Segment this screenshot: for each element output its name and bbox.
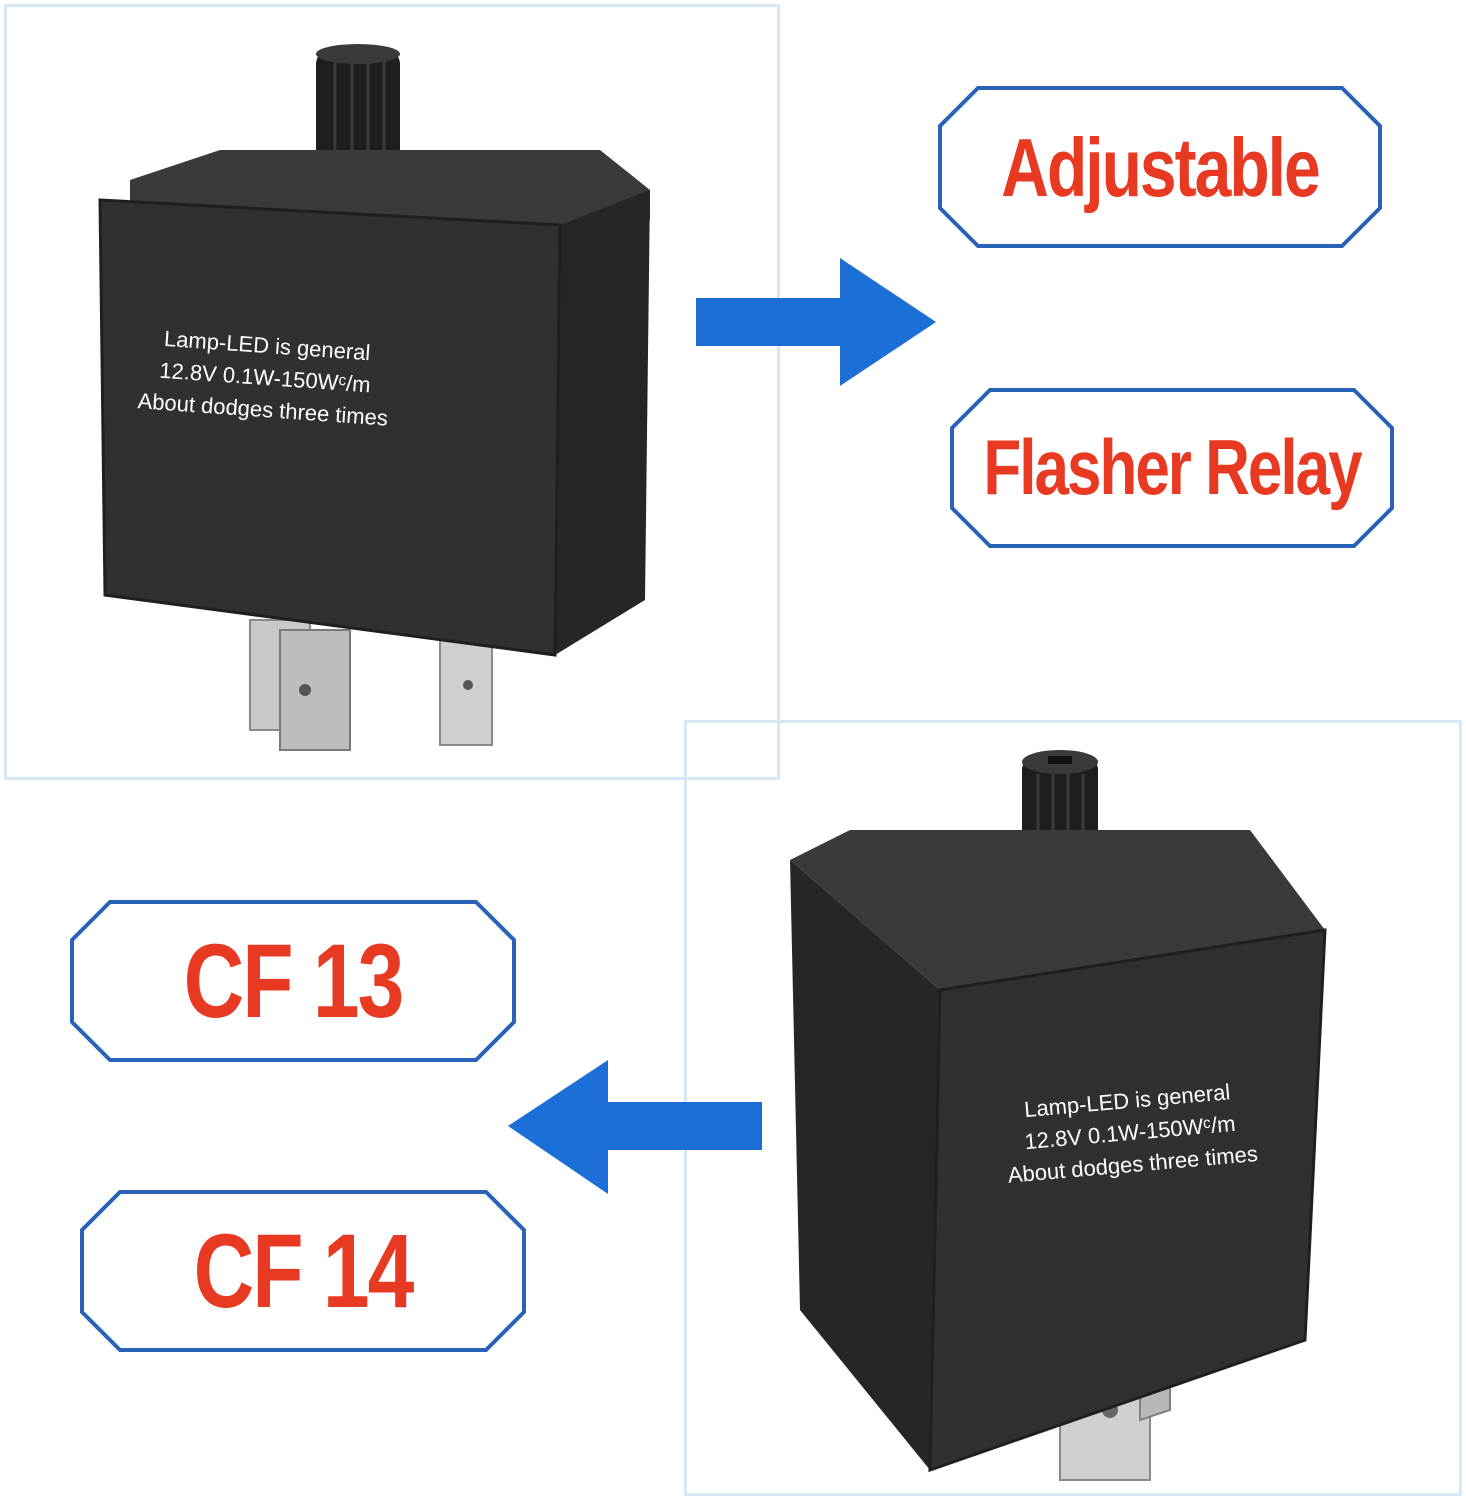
product-frame-top: [4, 4, 780, 780]
flasher-relay-image-top: [98, 44, 650, 751]
tag-flasher-relay: Flasher Relay: [950, 388, 1394, 548]
tag-cf14-text: CF 14: [193, 1211, 415, 1330]
arrow-left-icon: [508, 1060, 762, 1194]
tag-adjustable: Adjustable: [938, 86, 1382, 248]
tag-adjustable-text: Adjustable: [1001, 120, 1320, 214]
tag-cf13-text: CF 13: [183, 921, 405, 1040]
tag-flasher-relay-text: Flasher Relay: [983, 424, 1362, 512]
tag-cf13: CF 13: [70, 900, 516, 1062]
arrow-right-icon: [696, 258, 936, 386]
relay-pins: [249, 619, 493, 751]
tag-cf14: CF 14: [80, 1190, 526, 1352]
flasher-relay-image-bottom: [790, 750, 1327, 1481]
